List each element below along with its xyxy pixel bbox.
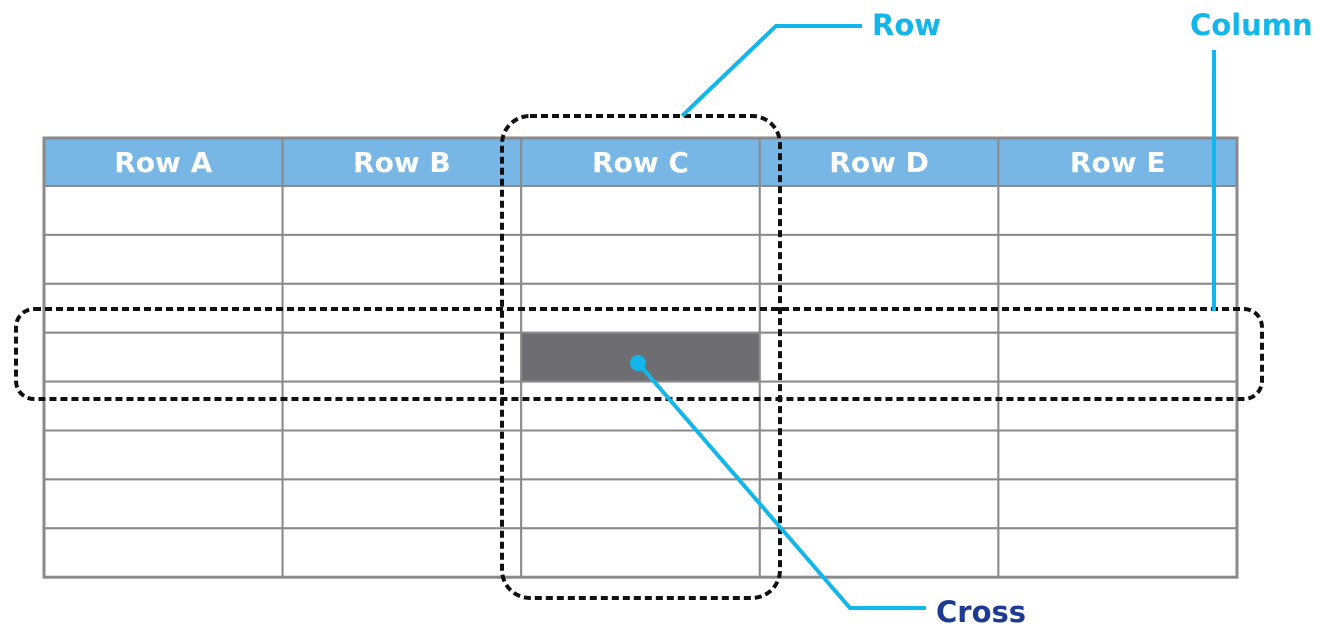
table-cell [758, 185, 1000, 236]
table-cell [43, 478, 284, 530]
table-cell [520, 527, 761, 579]
table-grid: Row A Row B Row C Row D Row E [42, 136, 1239, 579]
table-cell [43, 380, 284, 432]
table-cell [43, 331, 284, 383]
row-label: Row [872, 8, 941, 42]
table-cell [43, 527, 284, 579]
table-cell [520, 185, 761, 236]
header-label: Row D [829, 146, 929, 179]
header-label: Row B [353, 146, 451, 179]
table-cell [281, 185, 523, 236]
header-label: Row E [1070, 146, 1166, 179]
cross-point-marker [630, 355, 646, 371]
table-cell [758, 478, 1000, 530]
row-outline [14, 307, 1264, 401]
cross-label: Cross [936, 595, 1026, 629]
table-cell [997, 429, 1239, 481]
row-leader-line [680, 24, 862, 118]
cross-leader-line [636, 361, 926, 610]
table-cell [758, 380, 1000, 432]
table-cell [281, 527, 523, 579]
table-cell [520, 429, 761, 481]
table-cell [758, 233, 1000, 285]
table-cell [997, 185, 1239, 236]
table-cell [281, 380, 523, 432]
table-cell [997, 478, 1239, 530]
table-cell [520, 380, 761, 432]
table-cell [281, 429, 523, 481]
table-cell [997, 380, 1239, 432]
table-cell [43, 233, 284, 285]
table-cell [281, 233, 523, 285]
table-border [42, 136, 1239, 579]
table-cell [997, 331, 1239, 383]
table-cell [997, 527, 1239, 579]
table-cell [520, 478, 761, 530]
column-label: Column [1190, 8, 1313, 42]
table-cell [758, 527, 1000, 579]
table-cell [997, 233, 1239, 285]
table-cell [520, 233, 761, 285]
header-label: Row C [592, 146, 689, 179]
header-label: Row A [114, 146, 212, 179]
table-cell [281, 478, 523, 530]
table-cell [758, 331, 1000, 383]
table-cell [43, 185, 284, 236]
table-cell [43, 429, 284, 481]
column-outline [500, 114, 782, 600]
table-cell [758, 429, 1000, 481]
table-cell [281, 331, 523, 383]
